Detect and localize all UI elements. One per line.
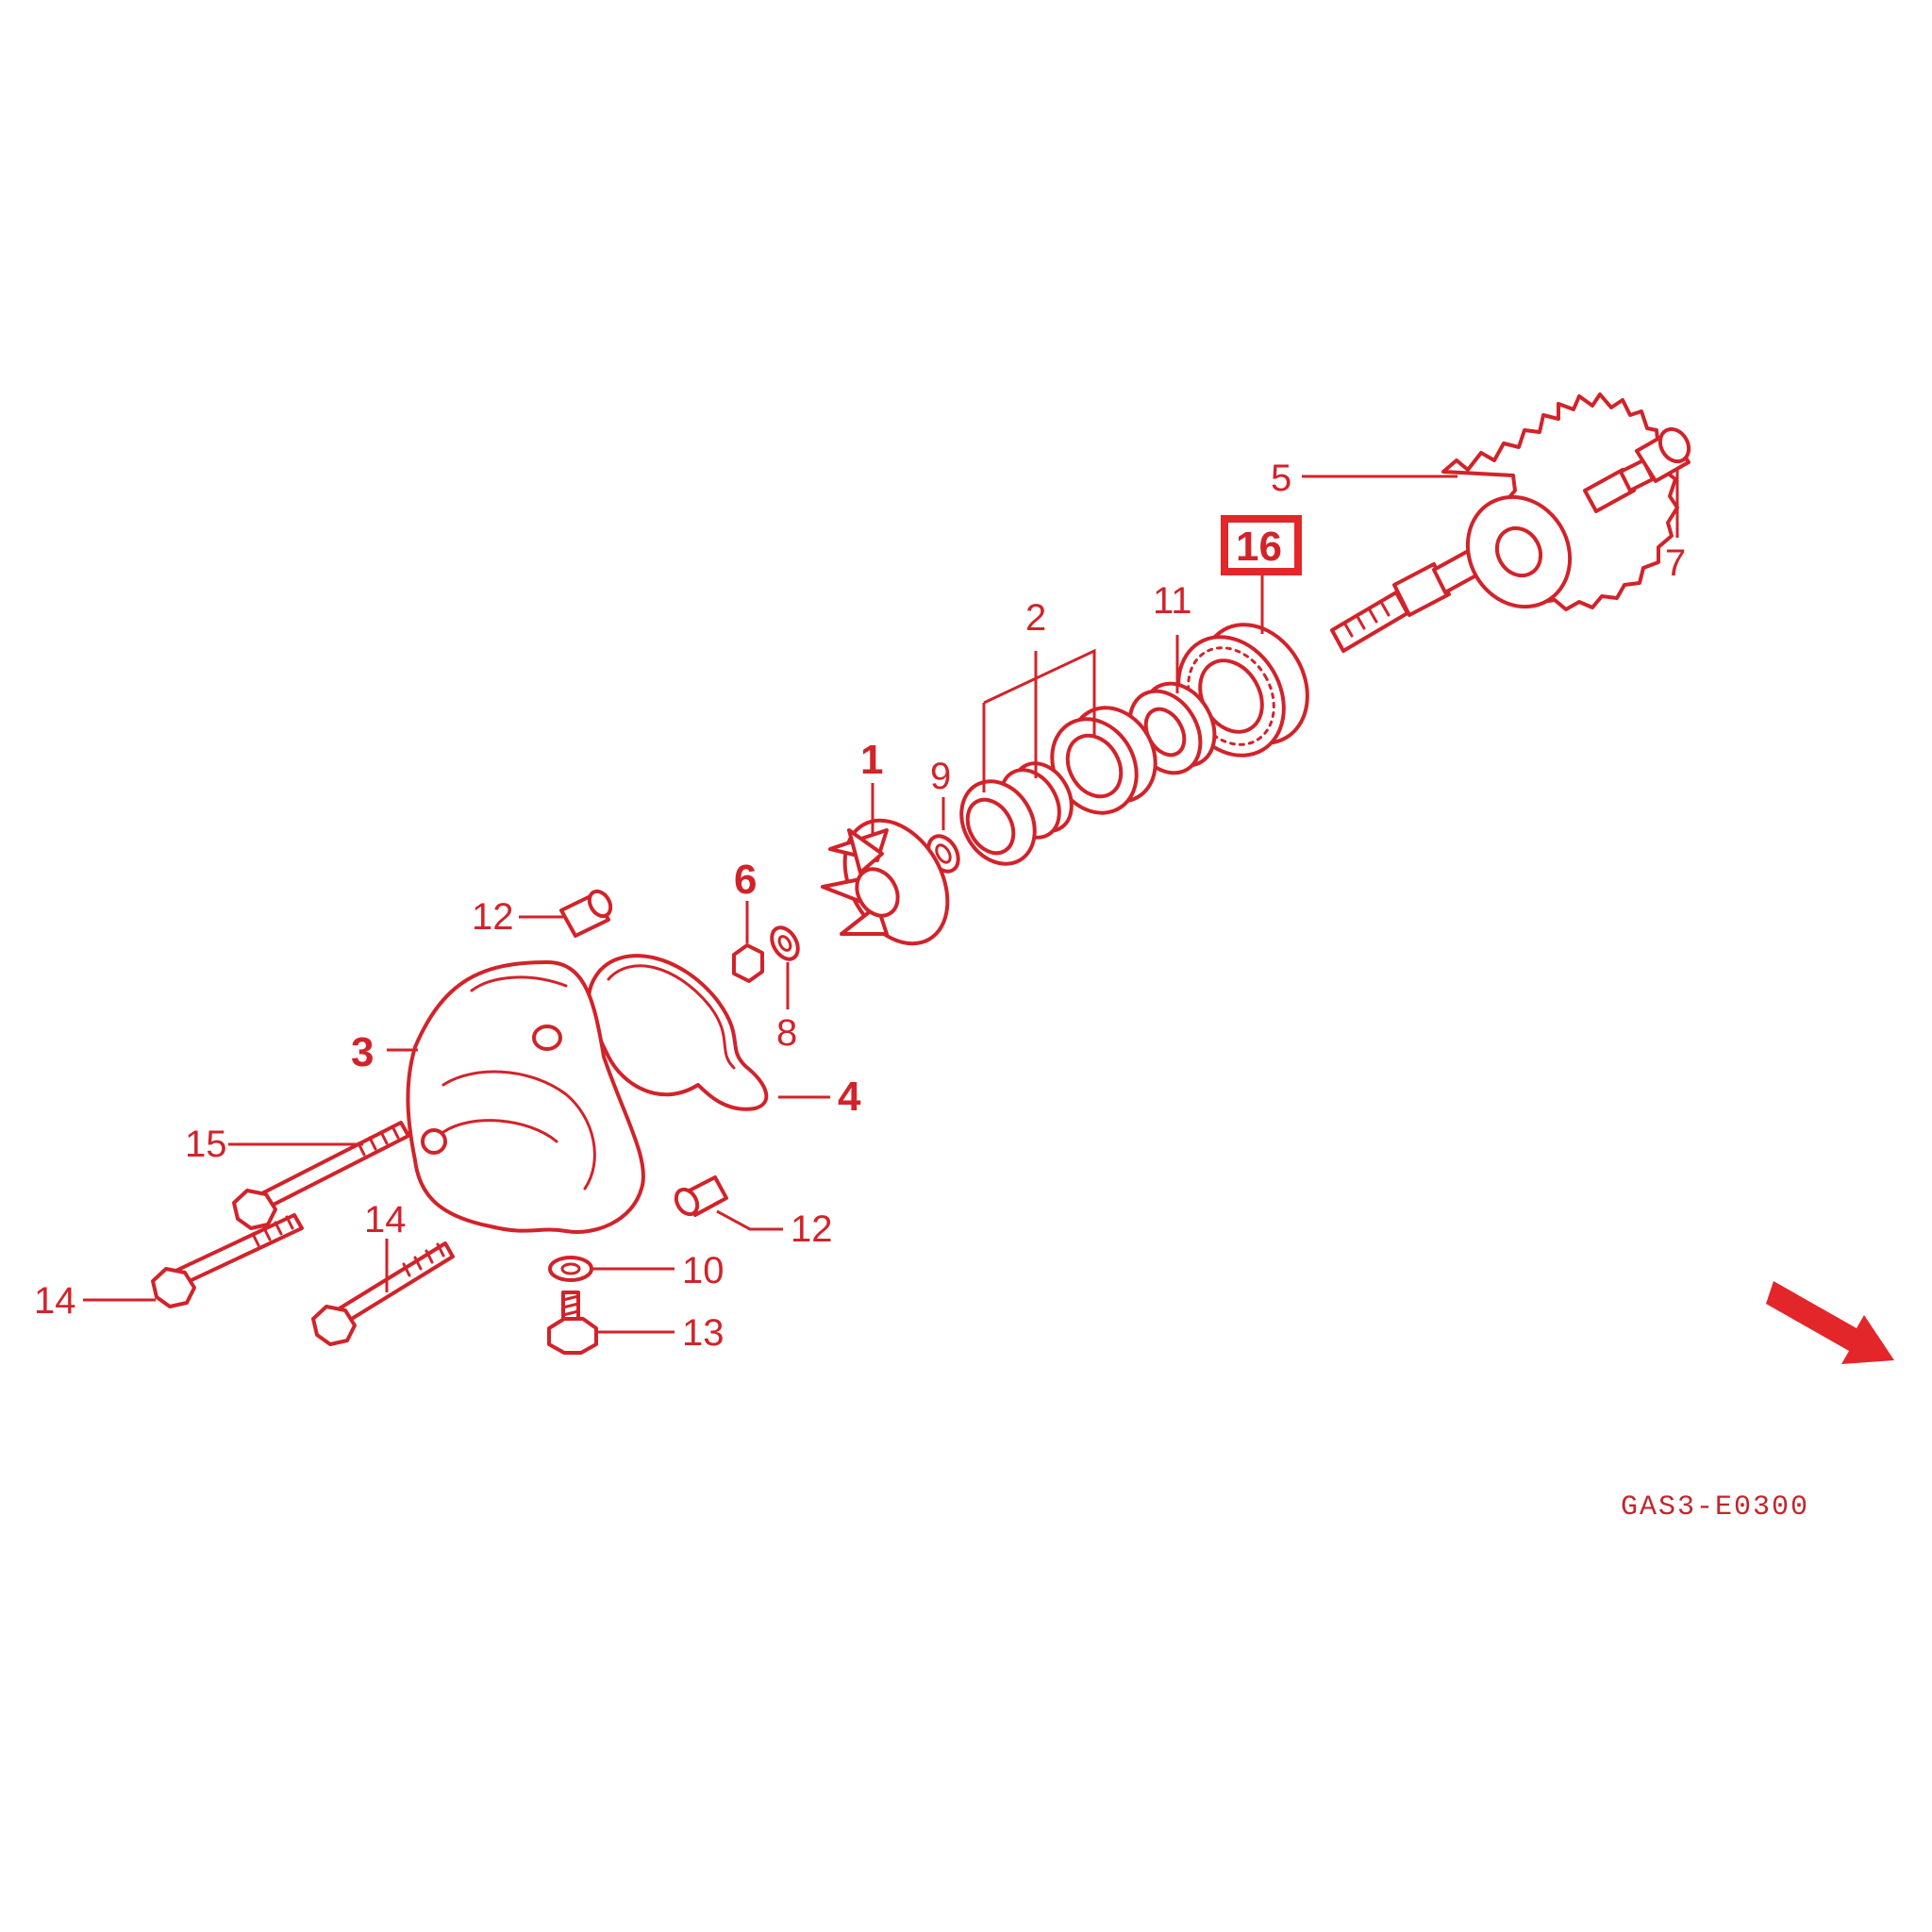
callout-4: 4 [838, 1074, 861, 1120]
callout-10: 10 [682, 1250, 724, 1291]
dowel-pin-12-lower [674, 1175, 728, 1217]
callout-9: 9 [930, 756, 951, 797]
water-pump-shaft-gear [1330, 392, 1679, 653]
callout-16-highlight[interactable]: 16 [1221, 515, 1302, 575]
dowel-pin-12-upper [559, 889, 613, 938]
water-pump-cover-3 [406, 960, 645, 1234]
ball-bearing-16 [1176, 623, 1309, 758]
bolt-14-left [151, 1213, 304, 1308]
callout-7: 7 [1665, 542, 1686, 584]
mechanical-seal-2 [959, 706, 1158, 866]
callout-16: 16 [1236, 524, 1282, 570]
o-ring-gasket-4 [587, 954, 769, 1111]
callout-14-left: 14 [34, 1280, 76, 1322]
bolt-15 [232, 1121, 410, 1230]
impeller-1 [821, 818, 950, 946]
callout-1: 1 [860, 737, 883, 783]
callout-12-lower: 12 [791, 1208, 833, 1250]
callout-5: 5 [1271, 458, 1291, 499]
callout-15: 15 [185, 1124, 227, 1165]
front-direction-arrow-icon [1766, 1281, 1894, 1364]
callout-8: 8 [776, 1012, 797, 1054]
bolt-13 [547, 1291, 598, 1355]
callout-14-center: 14 [364, 1199, 407, 1241]
callout-2: 2 [1025, 597, 1046, 639]
bolt-14-center [311, 1241, 455, 1346]
callout-3: 3 [351, 1029, 374, 1075]
callout-11: 11 [1153, 580, 1192, 622]
dowel-pin-7 [1635, 426, 1691, 483]
nut-6 [732, 943, 764, 983]
callout-12-upper: 12 [472, 896, 514, 938]
washer-10 [548, 1256, 593, 1282]
diagram-code: GAS3-E0300 [1621, 1491, 1809, 1524]
leader-lines [83, 470, 1679, 1334]
callout-13: 13 [682, 1312, 724, 1354]
washer-8 [770, 925, 800, 961]
callout-6: 6 [734, 857, 757, 903]
